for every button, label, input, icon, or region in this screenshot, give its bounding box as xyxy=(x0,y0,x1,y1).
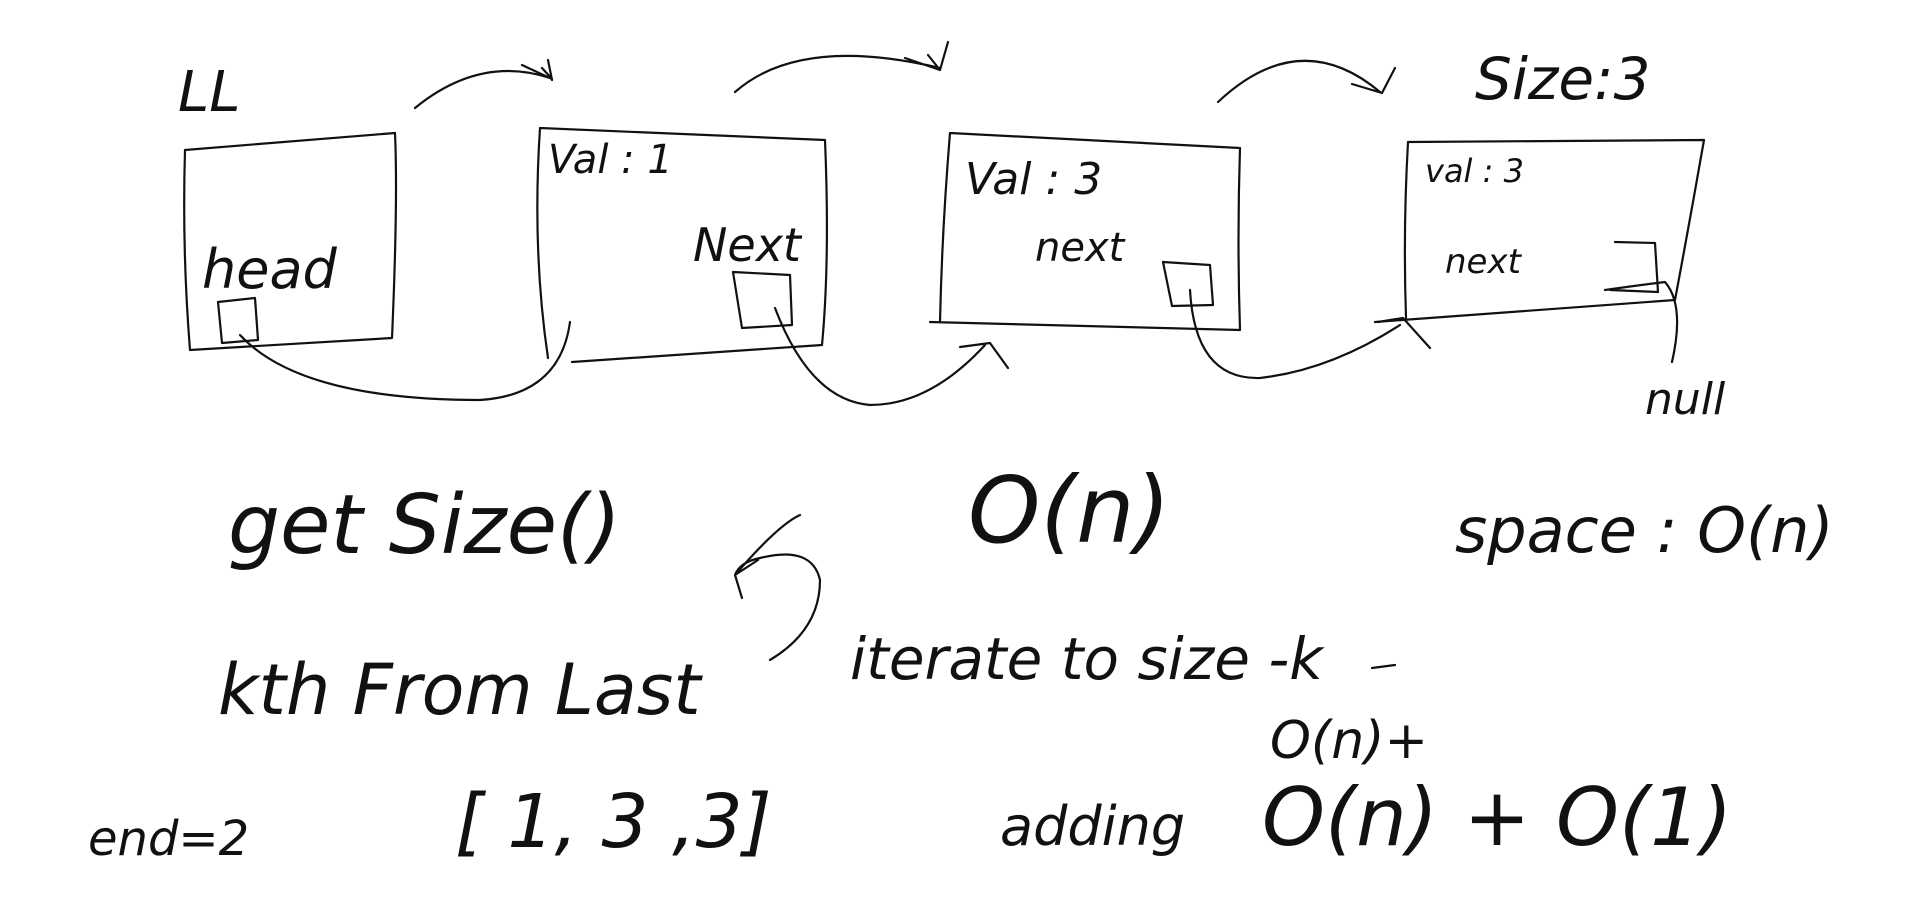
node-2-to-node-3-arrow xyxy=(1188,288,1432,380)
node-2-box xyxy=(928,131,1242,332)
node-3-box xyxy=(1373,138,1706,324)
node-3-next-pointer-box xyxy=(1608,240,1660,294)
get-size-complexity: O(n) xyxy=(968,457,1171,564)
node-1-to-node-2-arrow xyxy=(773,306,1010,407)
head-pointer-box xyxy=(216,296,260,345)
node-2-next-pointer-box xyxy=(1161,260,1215,308)
kth-to-getsize-arrow xyxy=(733,513,822,662)
node-2-val-label: Val : 3 xyxy=(965,154,1103,205)
node-3-next-label: next xyxy=(1445,242,1521,282)
iterate-note: iterate to size -k xyxy=(850,625,1323,693)
list-label: LL xyxy=(178,60,241,125)
node-2-next-label: next xyxy=(1035,225,1125,271)
get-size-note: get Size() xyxy=(228,478,622,573)
head-to-node-1-arrow xyxy=(238,320,572,402)
head-label: head xyxy=(202,238,337,301)
node-3-val-label: val : 3 xyxy=(1425,152,1524,190)
head-holder-box xyxy=(183,131,398,352)
node-1-next-pointer-box xyxy=(731,270,794,330)
space-complexity: space : O(n) xyxy=(1455,494,1834,567)
null-label: null xyxy=(1645,374,1726,425)
size-minus-k-dash xyxy=(1370,663,1397,670)
end-label: end=2 xyxy=(88,811,250,867)
node-1-next-label: Next xyxy=(693,218,801,272)
total-complexity-bottom: O(n) + O(1) xyxy=(1262,771,1733,864)
total-complexity-top: O(n)+ xyxy=(1270,711,1429,771)
top-arc-1 xyxy=(413,58,554,110)
node-3-to-null-pointer xyxy=(1603,280,1679,364)
top-arc-3 xyxy=(1216,59,1397,104)
kth-from-last-note: kth From Last xyxy=(218,649,701,731)
node-1-val-label: Val : 1 xyxy=(548,137,673,183)
size-label: Size:3 xyxy=(1475,45,1651,113)
array-text: [ 1, 3 ,3] xyxy=(455,779,772,865)
top-arc-2 xyxy=(733,40,950,94)
node-1-box xyxy=(536,126,829,364)
adding-label: adding xyxy=(1000,795,1186,858)
